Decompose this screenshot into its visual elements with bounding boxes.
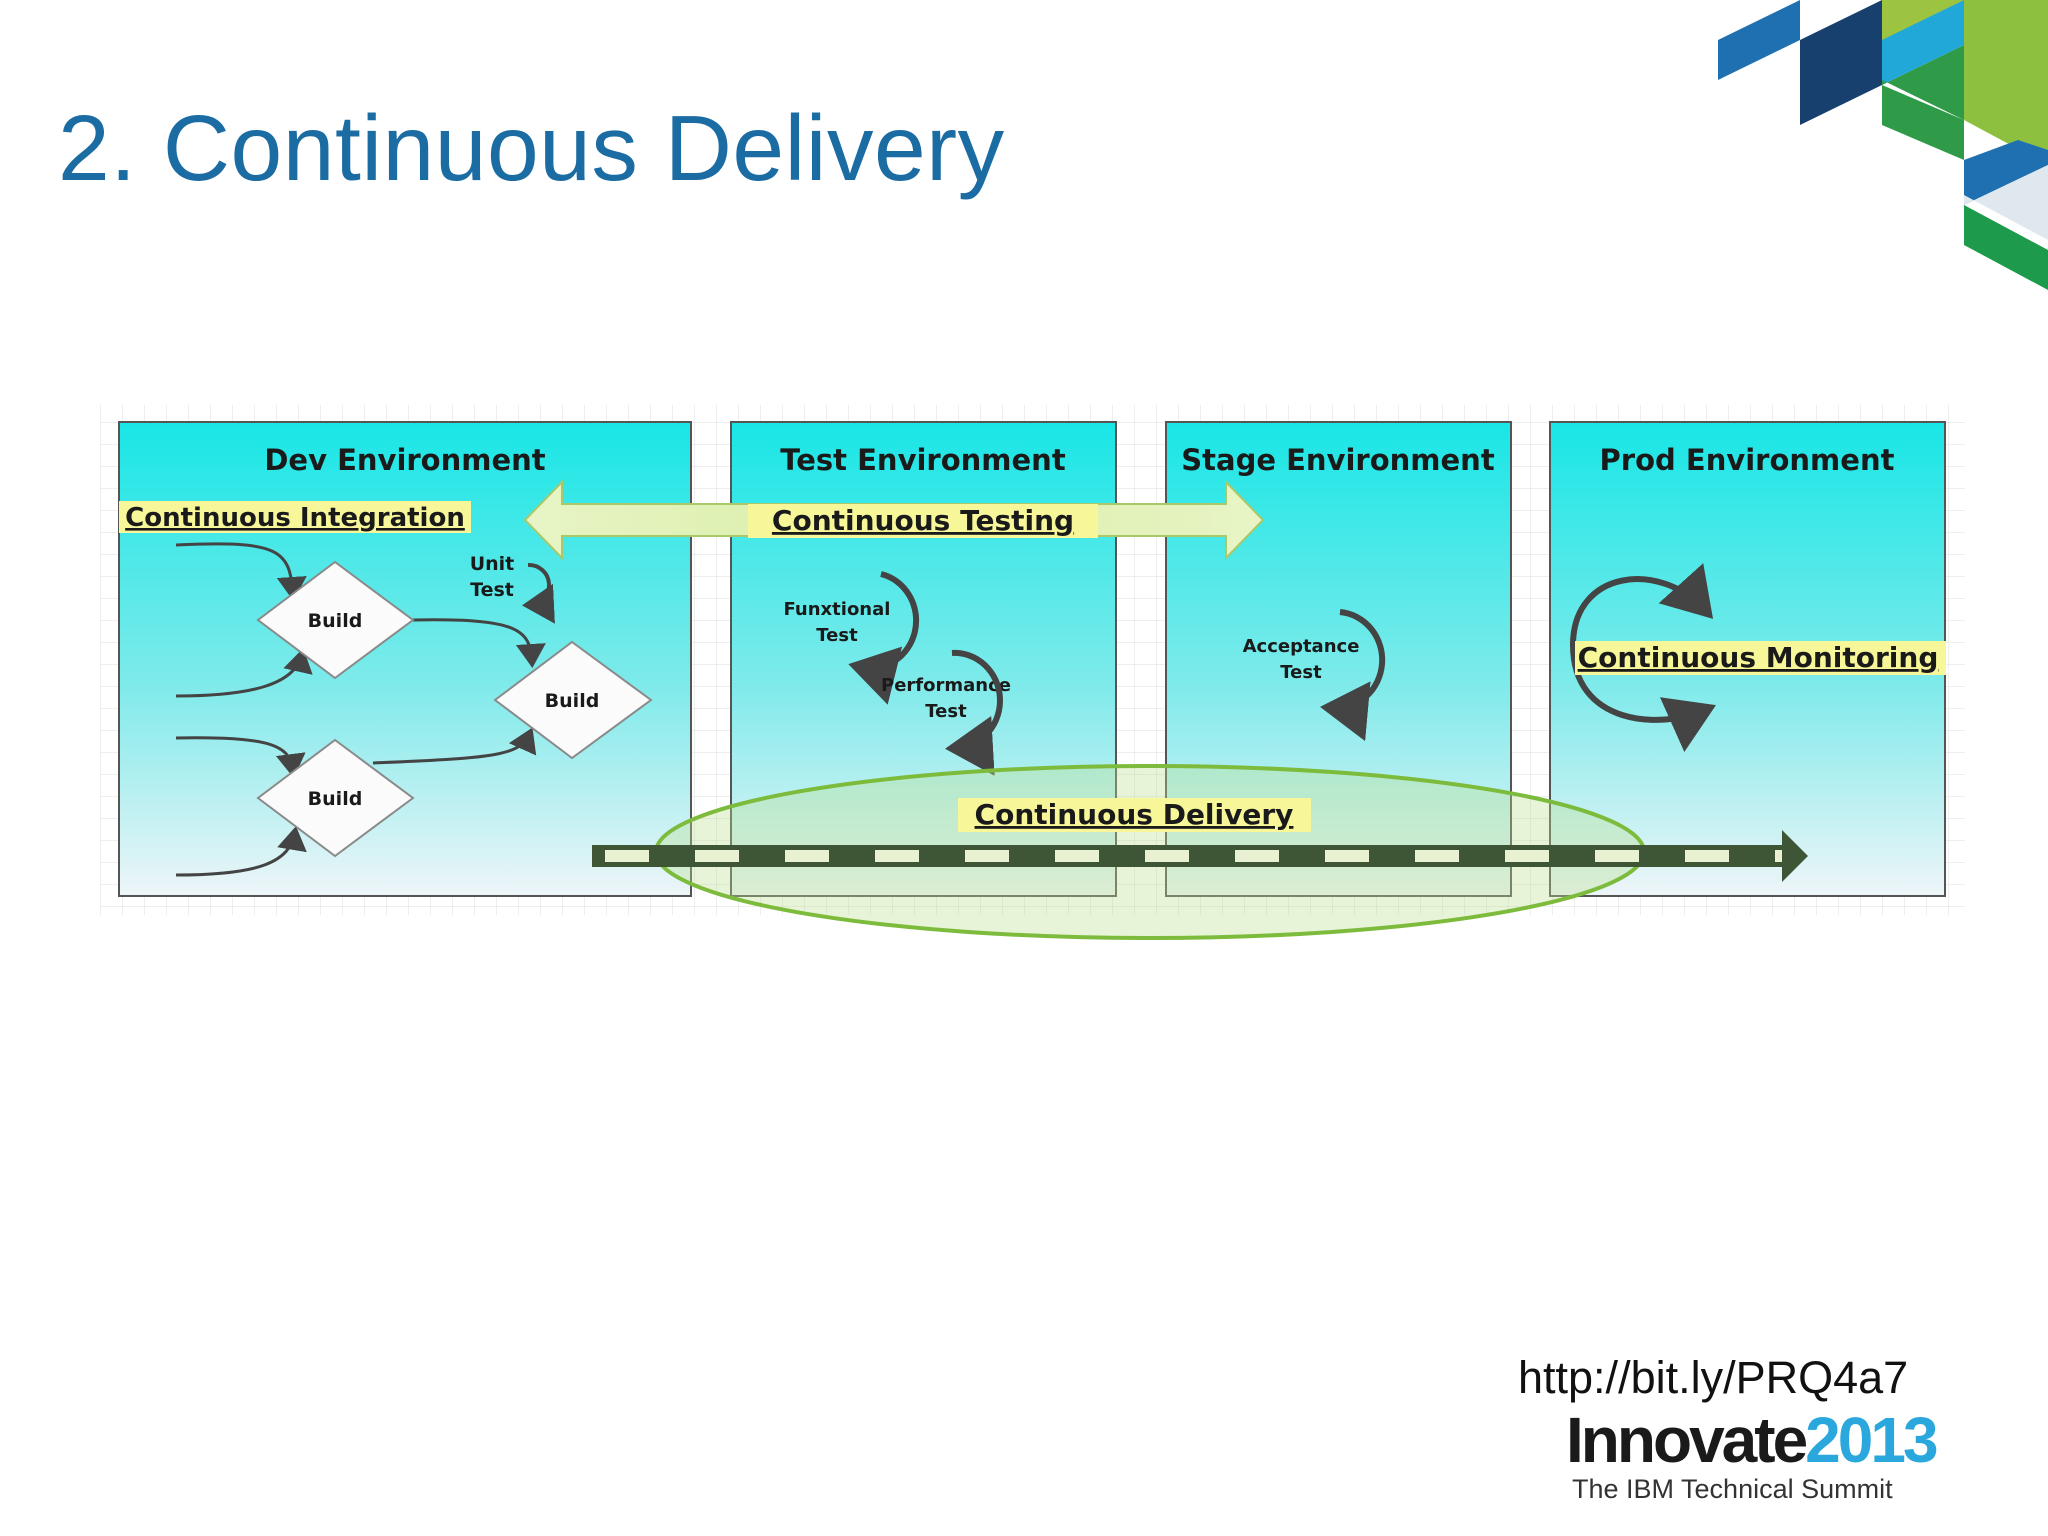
monitoring-cycle-arrow-top: [1570, 563, 1714, 646]
continuous-integration-label: Continuous Integration: [125, 503, 465, 533]
continuous-testing-label: Continuous Testing: [772, 504, 1074, 537]
slide-title: 2. Continuous Delivery: [58, 96, 1005, 200]
innovate-2013-logo: Innovate2013 The IBM Technical Summit: [1566, 1408, 1939, 1505]
continuous-delivery-diagram: Dev Environment Test Environment Stage E…: [100, 405, 1965, 940]
dev-flow-connectors: [175, 542, 546, 877]
build-label-3: Build: [308, 788, 363, 810]
acceptance-test-cycle-arrow: [1320, 609, 1386, 742]
continuous-delivery-highlight: [958, 798, 1311, 832]
dev-environment-title: Dev Environment: [264, 443, 545, 477]
prod-environment-title: Prod Environment: [1600, 443, 1895, 477]
functional-test-label-line2: Test: [816, 625, 858, 646]
logo-year: 2013: [1805, 1404, 1938, 1476]
stage-environment-title: Stage Environment: [1181, 443, 1495, 477]
logo-word: Innovate: [1566, 1404, 1808, 1476]
dev-environment-panel: [118, 421, 692, 897]
functional-test-label-line1: Funxtional: [784, 599, 891, 620]
functional-test-cycle-arrow: [848, 571, 920, 705]
ibm-mosaic-decoration: [1718, 0, 2048, 290]
short-link[interactable]: http://bit.ly/PRQ4a7: [1518, 1352, 1909, 1403]
build-label-2: Build: [545, 690, 600, 712]
build-diamond-2: Build: [493, 640, 653, 760]
logo-subtitle: The IBM Technical Summit: [1572, 1474, 1893, 1504]
build-diamond-3: Build: [256, 738, 415, 858]
delivery-pipeline-arrow: [592, 830, 1808, 882]
unit-test-label-line2: Test: [470, 579, 514, 601]
continuous-monitoring-label: Continuous Monitoring: [1578, 641, 1939, 674]
acceptance-test-label-line1: Acceptance: [1243, 636, 1360, 657]
performance-test-cycle-arrow: [945, 649, 1003, 776]
test-environment-title: Test Environment: [780, 443, 1066, 477]
acceptance-test-label-line2: Test: [1280, 662, 1322, 683]
continuous-testing-highlight: [748, 504, 1098, 538]
logo-wordmark: Innovate2013: [1566, 1408, 1939, 1472]
performance-test-label-line1: Performance: [881, 675, 1011, 696]
unit-test-label-line1: Unit: [470, 553, 515, 575]
build-diamond-1: Build: [256, 560, 415, 680]
performance-test-label-line2: Test: [925, 701, 967, 722]
continuous-delivery-label: Continuous Delivery: [975, 798, 1294, 831]
continuous-integration-highlight: [119, 501, 471, 533]
unit-test-cycle-arrow: [522, 562, 555, 624]
continuous-monitoring-highlight: [1575, 641, 1946, 675]
build-label-1: Build: [308, 610, 363, 632]
